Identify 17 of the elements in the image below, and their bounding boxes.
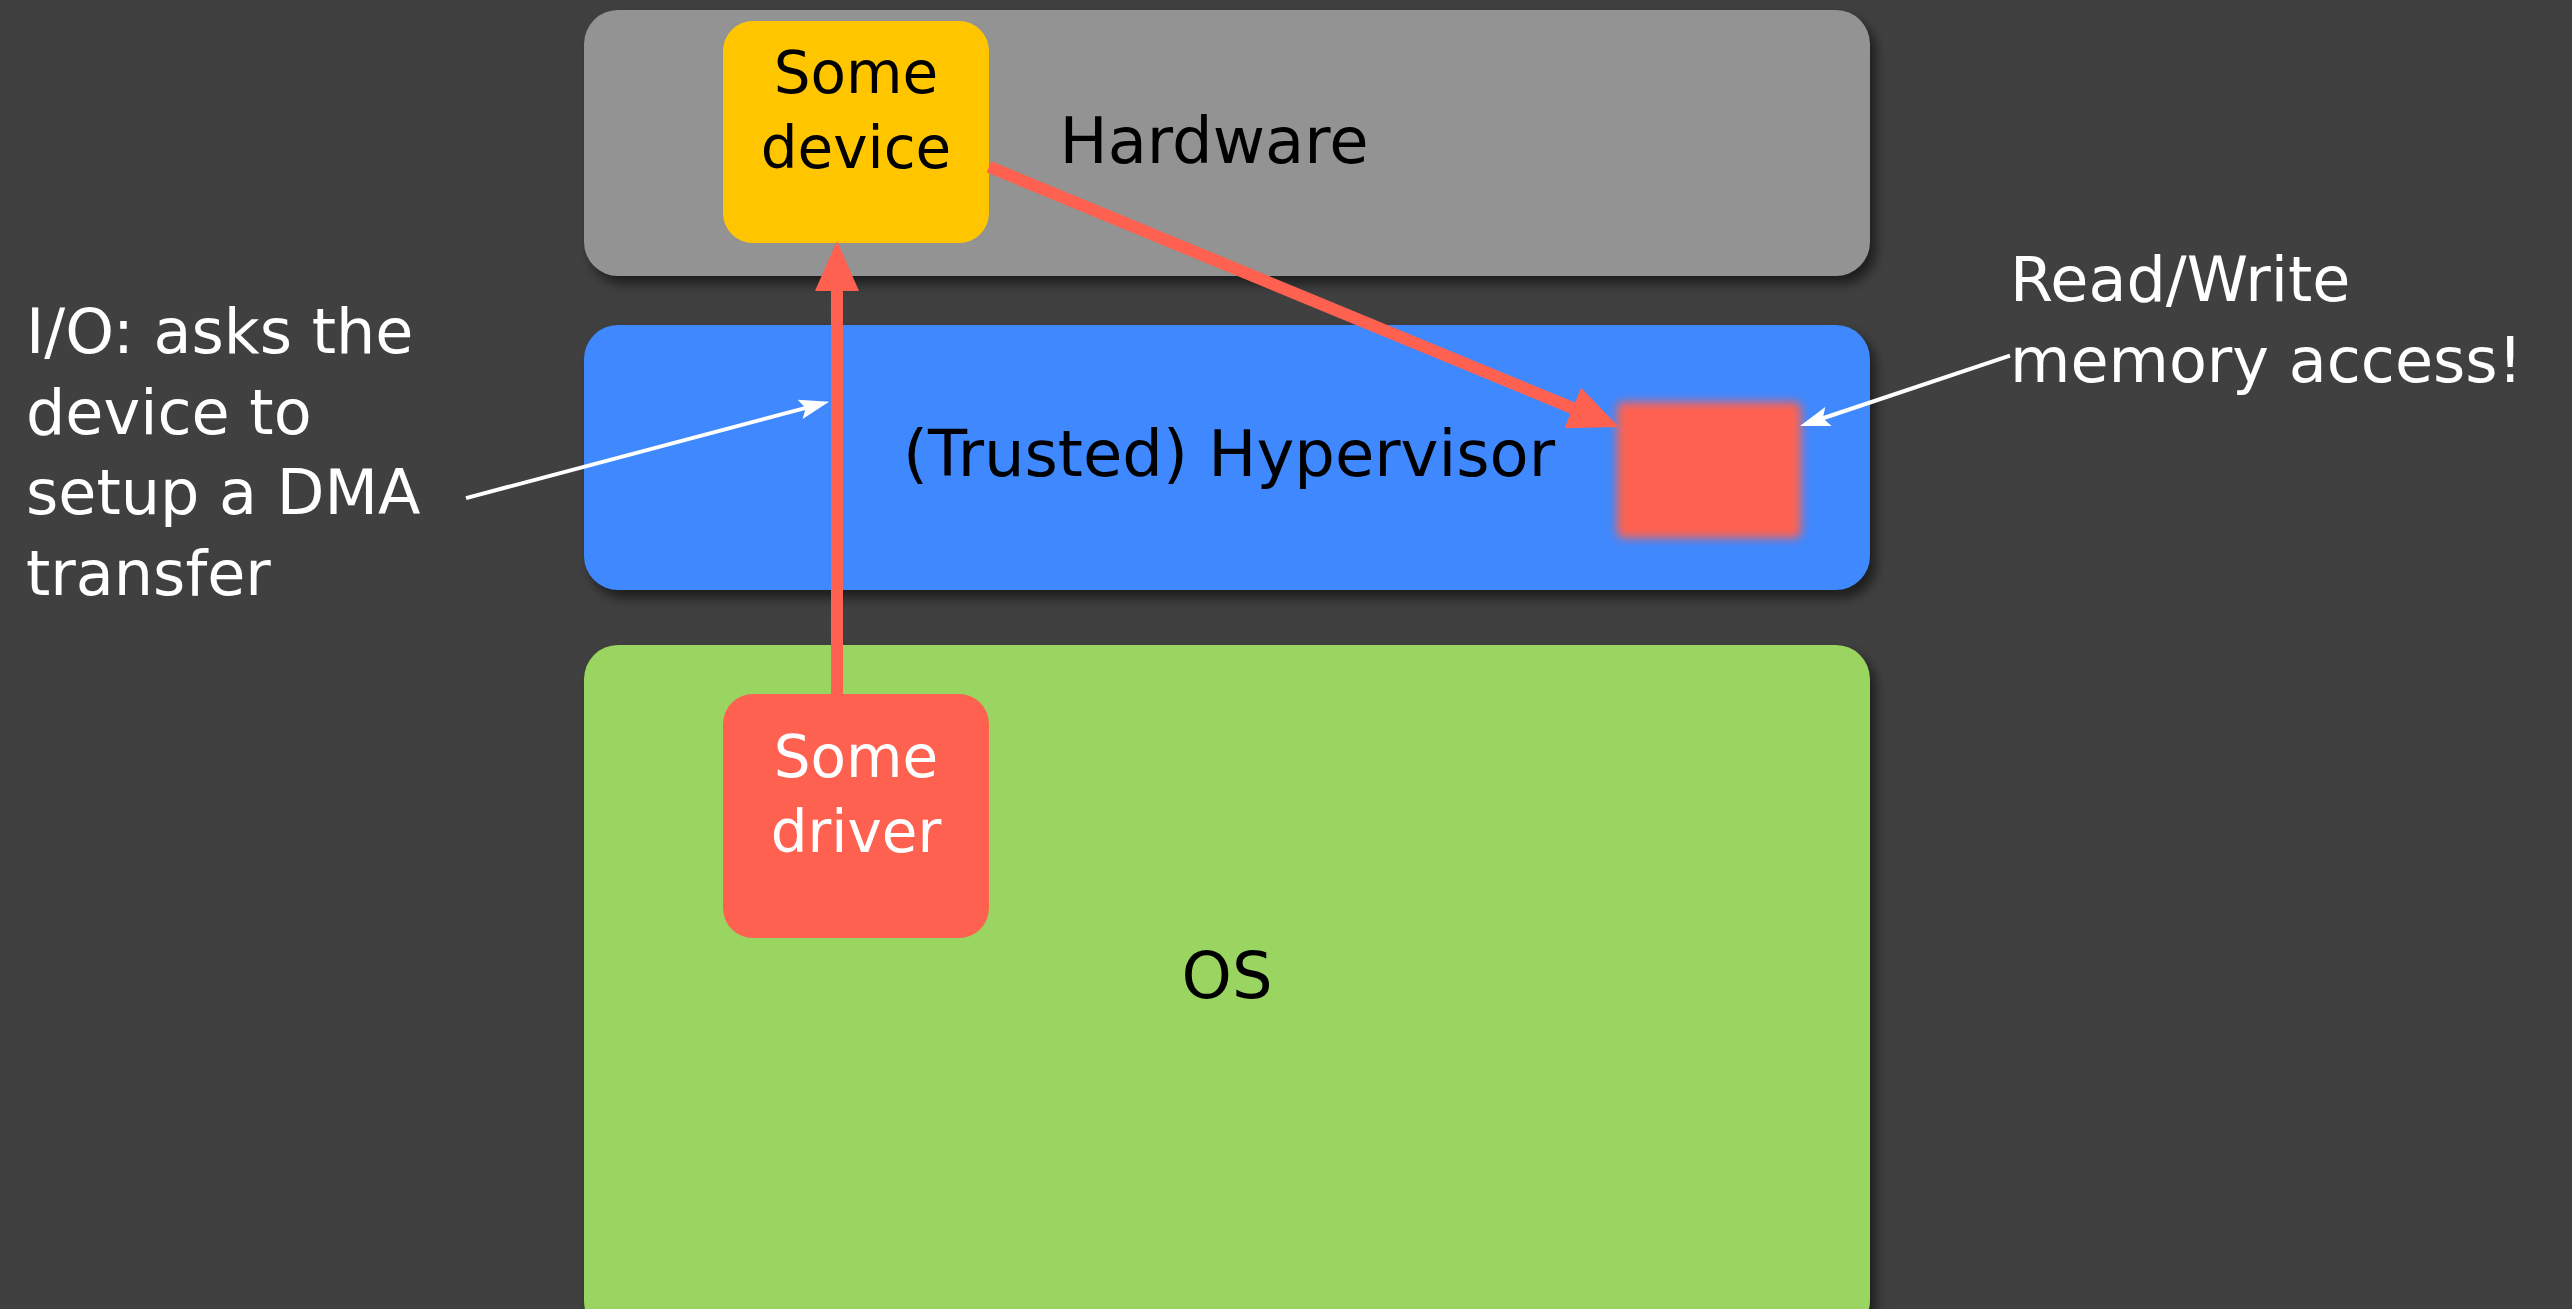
node-label: Some driver [769,722,943,869]
leader-line [1800,353,2011,427]
node-label: Some device [759,38,953,185]
node-label: (Trusted) Hypervisor [901,416,1557,493]
layer-band [584,10,1870,276]
annotation-text: I/O: asks the device to setup a DMA transfer [26,294,422,612]
component-box [723,21,989,243]
arrow [815,241,859,694]
layer-band [584,645,1870,1309]
node-label: Hardware [1058,103,1370,180]
annotation-text: Read/Write memory access! [2010,242,2524,399]
memory-block [1617,402,1801,538]
node-label: OS [1180,938,1274,1015]
arrow [986,161,1619,429]
component-box [723,694,989,938]
layer-band [584,325,1870,590]
leader-line [465,399,829,501]
